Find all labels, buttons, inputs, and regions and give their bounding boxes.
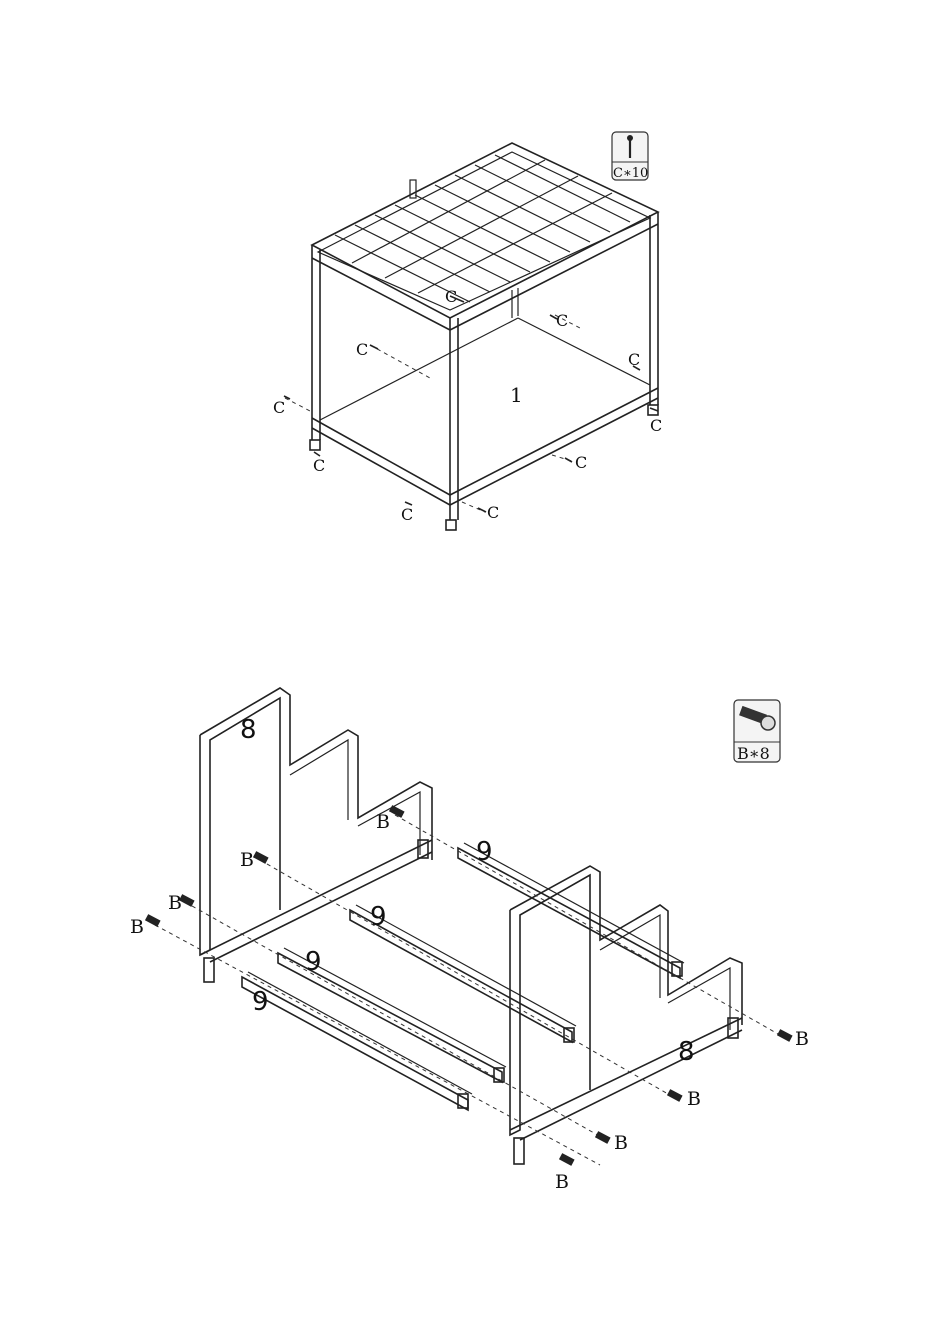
side-frame-label: 8 (240, 715, 257, 745)
screw-label: C (487, 503, 499, 522)
bolt-label: B (130, 916, 144, 938)
crossbar-label: 9 (476, 837, 493, 867)
hardware-badge-c: C∗10 (612, 132, 648, 181)
screw-label: C (313, 456, 325, 475)
screw-label: C (401, 505, 413, 524)
hardware-count-label: C∗10 (613, 166, 648, 181)
part-number-label: 1 (510, 383, 523, 407)
screw-label: C (575, 453, 587, 472)
screw-c-marks (284, 296, 658, 512)
side-frame-right (510, 866, 742, 1164)
screw-label: C (556, 311, 568, 330)
side-frame-left (200, 688, 432, 982)
crossbar-label: 9 (305, 947, 322, 977)
step2-base-assembly: B B B B B B B B 8 8 9 9 9 9 B∗8 (130, 688, 809, 1193)
crossbar-1 (242, 972, 472, 1110)
screw-label: C (273, 398, 285, 417)
step1-shelf-assembly: C C C C C C C C C C 1 C∗10 (273, 132, 662, 530)
hardware-badge-b: B∗8 (734, 700, 780, 763)
screw-label: C (356, 340, 368, 359)
bolt-label: B (240, 849, 254, 871)
screw-label: C (445, 287, 457, 306)
bolt-label: B (687, 1088, 701, 1110)
screw-label: C (628, 350, 640, 369)
hardware-count-label: B∗8 (737, 744, 770, 763)
bolt-label: B (555, 1171, 569, 1193)
bolt-label: B (376, 811, 390, 833)
crossbar-label: 9 (370, 902, 387, 932)
bolt-label: B (795, 1028, 809, 1050)
crossbar-label: 9 (252, 987, 269, 1017)
bolt-label: B (168, 892, 182, 914)
screw-label: C (650, 416, 662, 435)
bottom-rail-left (312, 418, 450, 495)
bottom-rail-front (450, 388, 658, 495)
side-frame-label: 8 (678, 1037, 695, 1067)
bolt-label: B (614, 1132, 628, 1154)
